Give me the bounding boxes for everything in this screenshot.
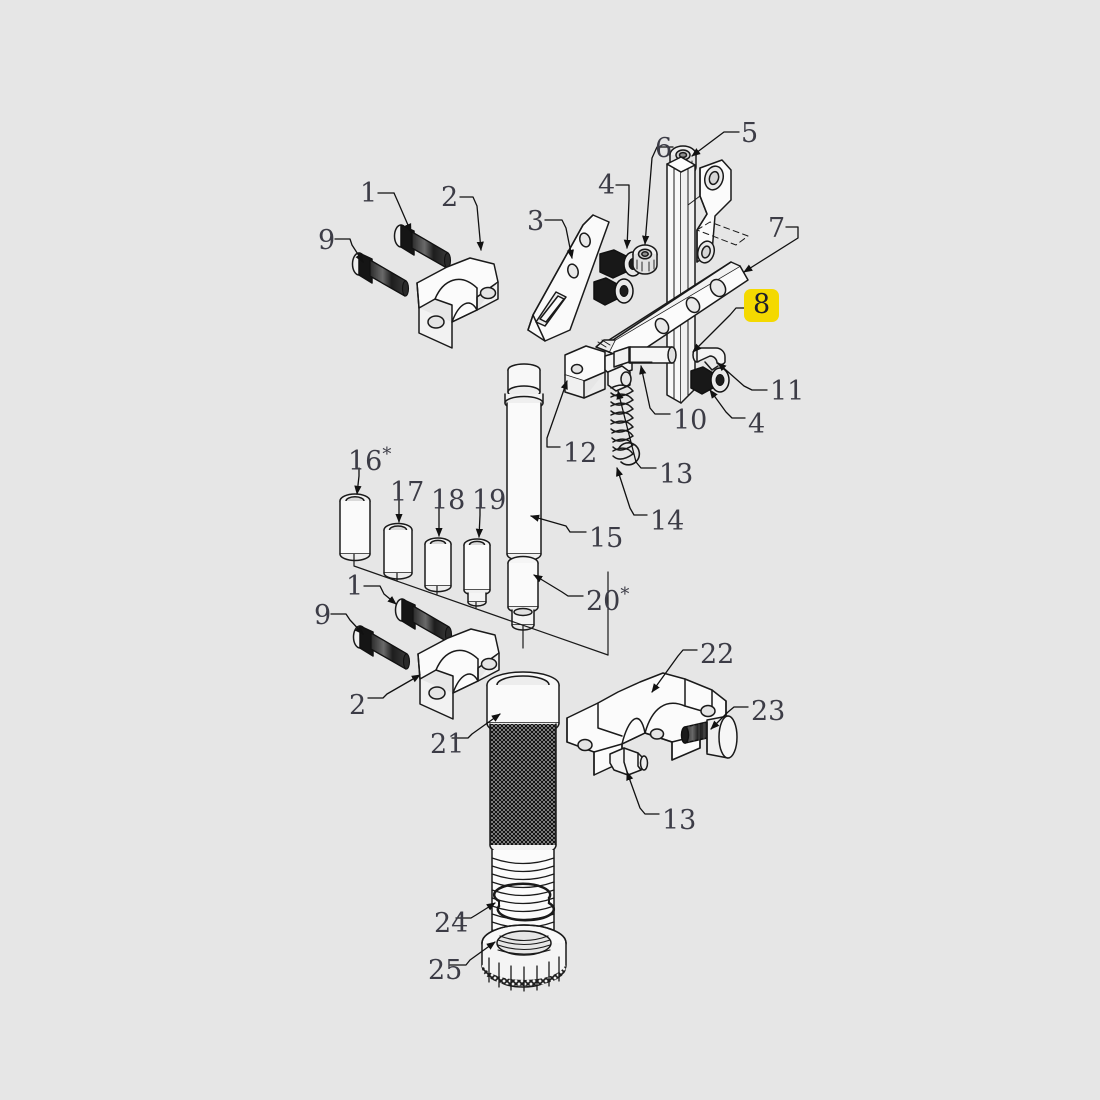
callout-label-2: 2	[349, 690, 367, 721]
callout-label-24: 24	[434, 908, 469, 939]
part-4-screw-upper-b	[593, 277, 634, 306]
part-19-bushing-stepped	[463, 538, 491, 607]
callout-label-4: 4	[598, 170, 616, 201]
callout-label-20star: 20*	[586, 584, 630, 617]
part-16-bushing-large	[339, 493, 371, 562]
part-1-screw-top	[393, 224, 452, 269]
callout-label-11: 11	[770, 376, 805, 407]
callout-label-9: 9	[318, 225, 336, 256]
part-8-vertical-rail	[666, 156, 696, 404]
callout-label-7: 7	[768, 213, 786, 244]
callout-label-23: 23	[751, 696, 786, 727]
pivot-plate	[687, 159, 749, 264]
part-1-screw-bottom	[394, 598, 453, 643]
part-17-bushing-medium	[383, 522, 413, 580]
callout-label-19: 19	[472, 485, 507, 516]
part-11-spring-hook-bracket	[692, 347, 726, 371]
callout-label-22: 22	[700, 639, 735, 670]
part-18-bushing-small	[424, 537, 452, 593]
callout-label-1: 1	[360, 178, 378, 209]
callout-label-14: 14	[650, 506, 685, 537]
callout-label-1: 1	[346, 571, 364, 602]
callout-label-16star: 16*	[348, 444, 392, 477]
callout-label-10: 10	[673, 405, 708, 436]
callout-label-6: 6	[655, 133, 673, 164]
part-24-retaining-ring	[492, 882, 556, 922]
callout-label-21: 21	[430, 729, 465, 760]
part-3-slotted-link	[527, 214, 610, 342]
callout-label-8: 8	[744, 289, 780, 322]
callout-label-12: 12	[563, 438, 598, 469]
leader-lines	[330, 131, 799, 966]
part-2-clamp-top	[416, 257, 499, 349]
part-13-set-screw-mid	[613, 346, 630, 368]
part-20-stepped-tip-insert	[507, 555, 539, 631]
callout-label-3: 3	[527, 206, 545, 237]
part-15-plunger-rod	[504, 363, 544, 562]
part-25-knurled-lock-nut	[481, 924, 567, 992]
callout-label-2: 2	[441, 182, 459, 213]
part-2-clamp-bottom	[417, 628, 500, 720]
callout-label-13: 13	[659, 459, 694, 490]
callout-label-13: 13	[662, 805, 697, 836]
callout-label-15: 15	[589, 523, 624, 554]
part-6-pivot-bushing	[632, 244, 658, 275]
callout-label-25: 25	[428, 955, 463, 986]
callout-label-17: 17	[390, 477, 425, 508]
callout-label-18: 18	[431, 485, 466, 516]
part-4-screw-lower	[690, 366, 730, 395]
part-9-screw-top	[351, 252, 410, 297]
callout-label-9: 9	[314, 600, 332, 631]
callout-label-4: 4	[748, 409, 766, 440]
part-13-set-screw-upper	[609, 747, 649, 776]
callout-label-5: 5	[741, 118, 759, 149]
part-14-extension-spring	[607, 365, 641, 466]
bushing-branch-lines	[353, 553, 609, 656]
